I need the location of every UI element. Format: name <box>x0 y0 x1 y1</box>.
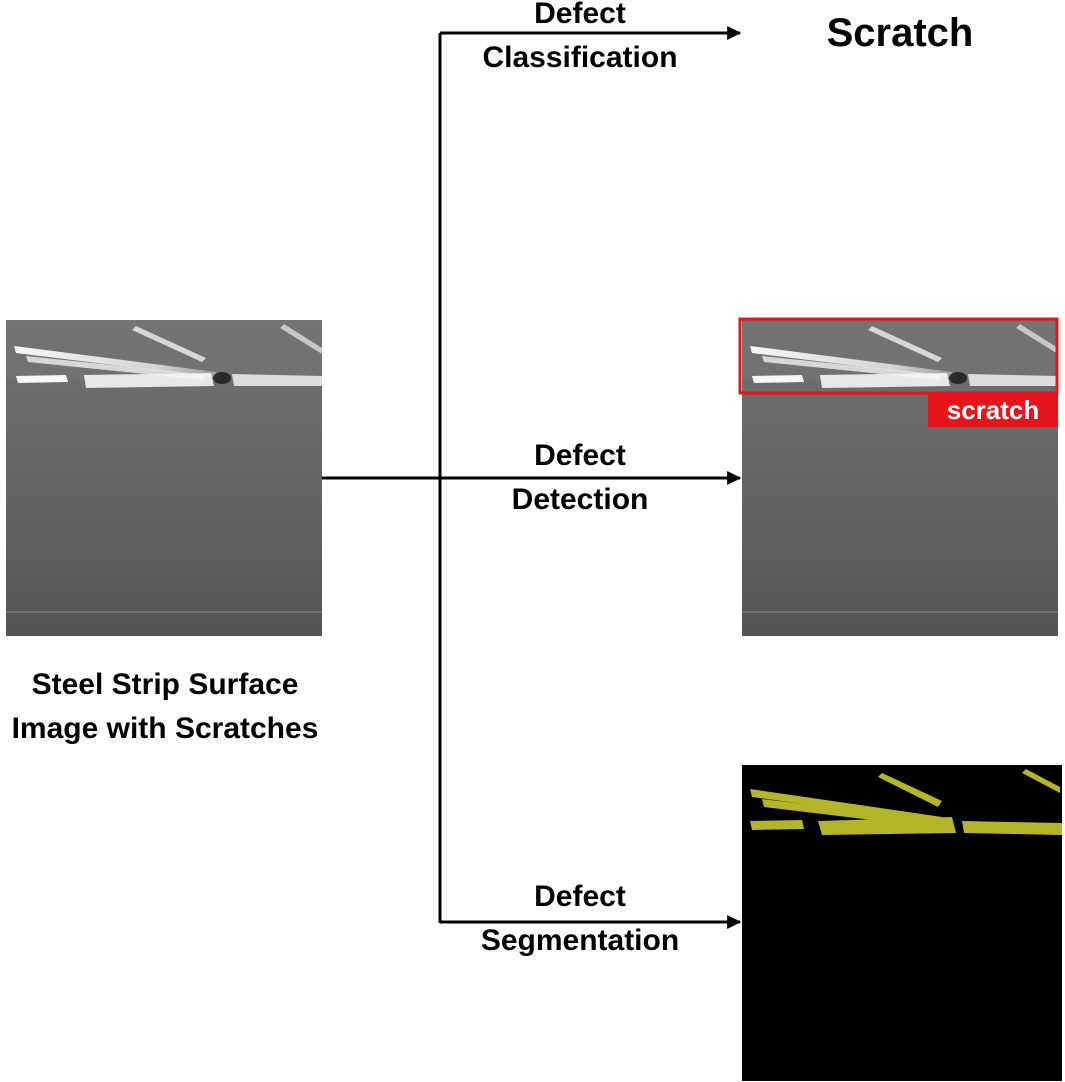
input-caption-line2: Image with Scratches <box>11 712 319 745</box>
flow-arrows <box>322 26 742 929</box>
input-steel-image <box>5 319 323 637</box>
detection-label: Defect Detection <box>460 434 700 522</box>
detection-label-line2: Detection <box>511 483 649 516</box>
detection-steel-image <box>741 319 1059 637</box>
classification-label-line2: Classification <box>482 41 678 74</box>
input-image-caption: Steel Strip Surface Image with Scratches <box>0 663 330 751</box>
segmentation-label: Defect Segmentation <box>440 875 720 963</box>
classification-result: Scratch <box>826 11 974 55</box>
detection-label-line1: Defect <box>534 439 626 472</box>
segmentation-label-line1: Defect <box>534 880 626 913</box>
detection-bounding-box <box>738 317 1059 395</box>
segmentation-mask-image <box>742 765 1062 1081</box>
classification-label-line1: Defect <box>534 0 626 30</box>
classification-label: Defect Classification <box>460 0 700 80</box>
input-caption-line1: Steel Strip Surface <box>31 668 299 701</box>
detection-box-label: scratch <box>928 393 1058 427</box>
segmentation-label-line2: Segmentation <box>480 924 680 957</box>
